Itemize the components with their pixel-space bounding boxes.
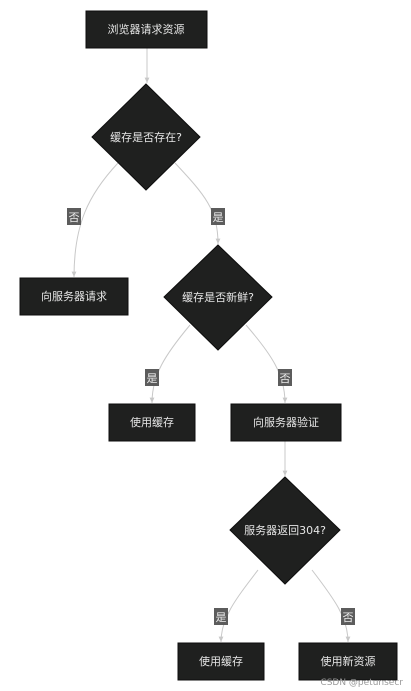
svg-text:缓存是否新鲜?: 缓存是否新鲜?: [182, 290, 254, 304]
svg-text:服务器返回304?: 服务器返回304?: [244, 524, 326, 537]
svg-text:使用缓存: 使用缓存: [199, 654, 243, 668]
nodes: 浏览器请求资源 缓存是否存在? 向服务器请求 缓存是否新鲜? 使用缓存 向服务器…: [19, 10, 398, 681]
edge-has-cache-no: [71, 162, 119, 278]
node-use-new-resource: 使用新资源: [298, 642, 398, 681]
node-request-server: 向服务器请求: [19, 277, 129, 316]
label-is-fresh-yes: 是: [145, 369, 159, 386]
svg-text:浏览器请求资源: 浏览器请求资源: [108, 22, 185, 36]
node-use-cache-1: 使用缓存: [108, 403, 196, 442]
node-use-cache-2: 使用缓存: [177, 642, 265, 681]
svg-text:否: 否: [343, 611, 354, 624]
label-304-no: 否: [341, 608, 355, 625]
svg-text:是: 是: [213, 211, 224, 224]
edge-labels: 否 是 是 否 是 否: [67, 208, 355, 625]
node-is-fresh: 缓存是否新鲜?: [163, 244, 273, 351]
edge-is-fresh-no: [245, 324, 288, 404]
svg-text:使用缓存: 使用缓存: [130, 415, 174, 429]
edge-304-yes: [218, 569, 259, 643]
svg-text:使用新资源: 使用新资源: [321, 654, 376, 668]
svg-text:是: 是: [216, 611, 227, 624]
edge-304-no: [311, 569, 351, 643]
svg-text:缓存是否存在?: 缓存是否存在?: [110, 130, 182, 144]
node-server-304: 服务器返回304?: [229, 476, 341, 585]
svg-text:向服务器验证: 向服务器验证: [253, 415, 319, 429]
svg-text:向服务器请求: 向服务器请求: [41, 289, 107, 303]
node-has-cache: 缓存是否存在?: [91, 83, 201, 191]
svg-text:是: 是: [147, 372, 158, 385]
svg-text:否: 否: [280, 372, 291, 385]
label-has-cache-yes: 是: [211, 208, 225, 225]
label-has-cache-no: 否: [67, 208, 81, 225]
edge-is-fresh-yes: [149, 324, 191, 404]
node-start: 浏览器请求资源: [85, 10, 208, 49]
svg-text:否: 否: [69, 211, 80, 224]
label-is-fresh-no: 否: [278, 369, 292, 386]
node-validate-server: 向服务器验证: [230, 403, 342, 442]
watermark: CSDN @petunsecr: [320, 678, 403, 688]
label-304-yes: 是: [214, 608, 228, 625]
edge-has-cache-yes: [174, 162, 221, 245]
edges: [71, 48, 351, 643]
